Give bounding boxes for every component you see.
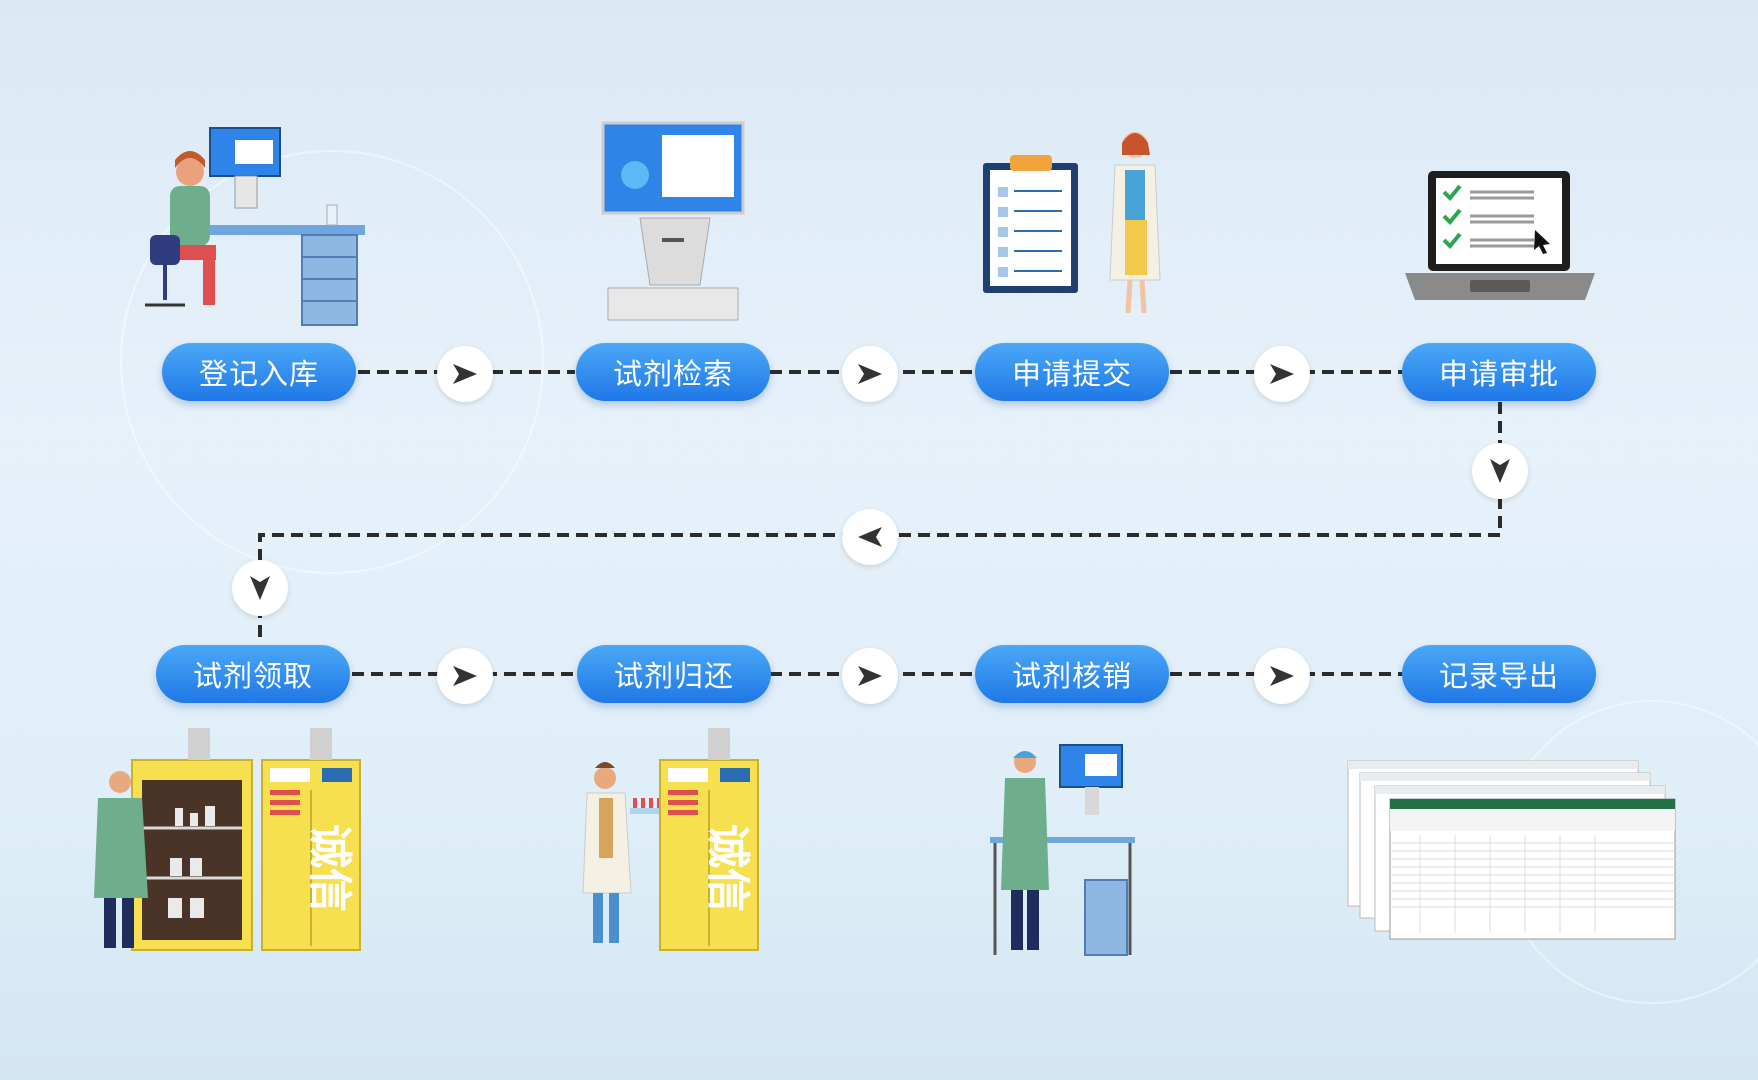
arrow-right-icon	[858, 666, 882, 686]
flow-arrow	[437, 648, 493, 704]
step-reagent-pickup[interactable]: 试剂领取	[156, 645, 350, 703]
flow-arrow	[1254, 648, 1310, 704]
step-reagent-writeoff[interactable]: 试剂核销	[975, 645, 1169, 703]
step-register-storage[interactable]: 登记入库	[162, 343, 356, 401]
arrow-right-icon	[858, 364, 882, 384]
step-label: 试剂领取	[192, 659, 313, 693]
flow-arrow	[842, 346, 898, 402]
step-application-approval[interactable]: 申请审批	[1402, 343, 1596, 401]
step-record-export[interactable]: 记录导出	[1402, 645, 1596, 703]
reagent-cabinet-pickup-illustration: 诚信	[94, 728, 361, 951]
arrow-right-icon	[1270, 364, 1294, 384]
arrow-down-icon	[1490, 459, 1510, 483]
step-reagent-search[interactable]: 试剂检索	[576, 343, 770, 401]
flow-arrow	[1254, 346, 1310, 402]
background-ring	[120, 150, 544, 574]
reagent-return-illustration: 诚信	[582, 728, 759, 951]
step-label: 试剂核销	[1011, 659, 1132, 693]
register-desk-illustration	[145, 127, 365, 326]
application-clipboard-illustration	[983, 132, 1161, 314]
step-label: 试剂归还	[613, 659, 734, 693]
export-spreadsheet-illustration	[1347, 760, 1676, 940]
arrow-down-icon	[250, 576, 270, 600]
step-label: 申请审批	[1438, 357, 1559, 391]
cabinet-logo-text: 诚信	[304, 824, 355, 912]
approval-laptop-illustration	[1405, 171, 1595, 300]
search-kiosk-illustration	[601, 121, 745, 321]
step-label: 申请提交	[1011, 357, 1132, 391]
cabinet-logo-text: 诚信	[702, 824, 753, 912]
flow-arrow	[437, 346, 493, 402]
flow-arrow	[232, 560, 288, 616]
flow-arrow	[842, 648, 898, 704]
arrow-right-icon	[453, 666, 477, 686]
step-label: 记录导出	[1438, 659, 1559, 693]
step-reagent-return[interactable]: 试剂归还	[577, 645, 771, 703]
arrow-right-icon	[453, 364, 477, 384]
reagent-writeoff-illustration	[990, 744, 1135, 956]
step-label: 试剂检索	[612, 357, 733, 391]
step-application-submit[interactable]: 申请提交	[975, 343, 1169, 401]
flow-arrow	[842, 509, 898, 565]
arrow-left-icon	[858, 527, 882, 547]
step-label: 登记入库	[198, 357, 319, 391]
arrow-right-icon	[1270, 666, 1294, 686]
flow-arrow	[1472, 443, 1528, 499]
